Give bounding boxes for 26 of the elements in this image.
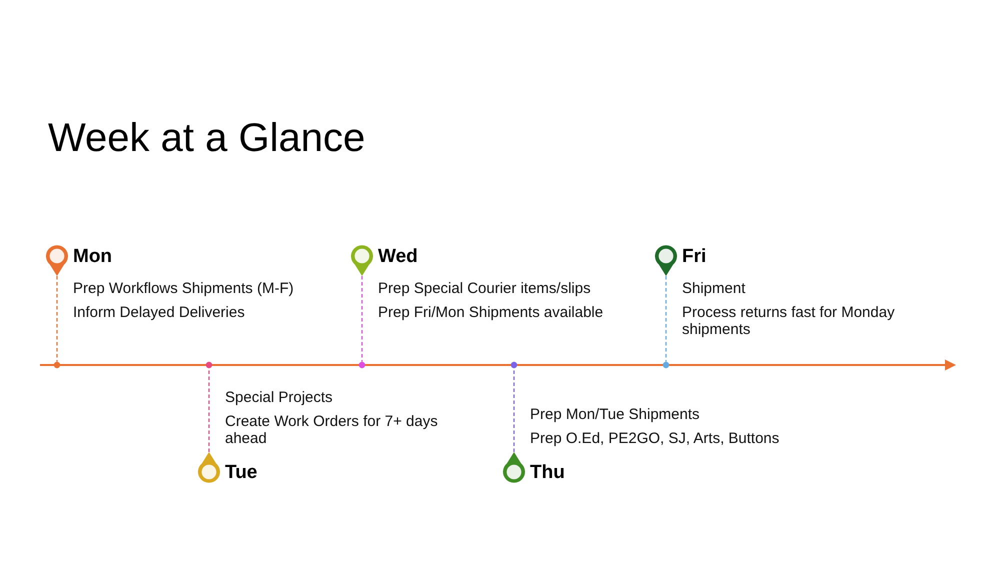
task-text: Prep O.Ed, PE2GO, SJ, Arts, Buttons (530, 430, 780, 447)
task-text: Special Projects (225, 389, 334, 406)
task-text: Shipment (682, 280, 746, 297)
task-text: Create Work Orders for 7+ days ahead (225, 413, 439, 447)
leader-line (208, 368, 210, 452)
task-text: Prep Workflows Shipments (M-F) (73, 280, 295, 297)
day-label: Thu (530, 462, 565, 482)
timeline-dot (358, 362, 366, 368)
task-text: Process returns fast for Monday shipments (682, 304, 896, 338)
leader-line (56, 276, 58, 362)
timeline-dot (206, 362, 212, 368)
task-text: Prep Special Courier items/slips (378, 280, 592, 297)
leader-line (361, 276, 363, 362)
timeline-dot (54, 362, 60, 368)
day-label: Mon (73, 246, 112, 266)
day-label: Wed (378, 246, 418, 266)
timeline-dot (662, 362, 670, 368)
slide-title: Week at a Glance (48, 118, 366, 158)
leader-line (513, 368, 515, 452)
task-text: Prep Mon/Tue Shipments (530, 406, 701, 423)
day-label: Fri (682, 246, 706, 266)
task-text: Prep Fri/Mon Shipments available (378, 304, 604, 321)
task-text: Inform Delayed Deliveries (73, 304, 246, 321)
day-label: Tue (225, 462, 258, 482)
leader-line (665, 276, 667, 362)
timeline-dot (510, 362, 518, 368)
